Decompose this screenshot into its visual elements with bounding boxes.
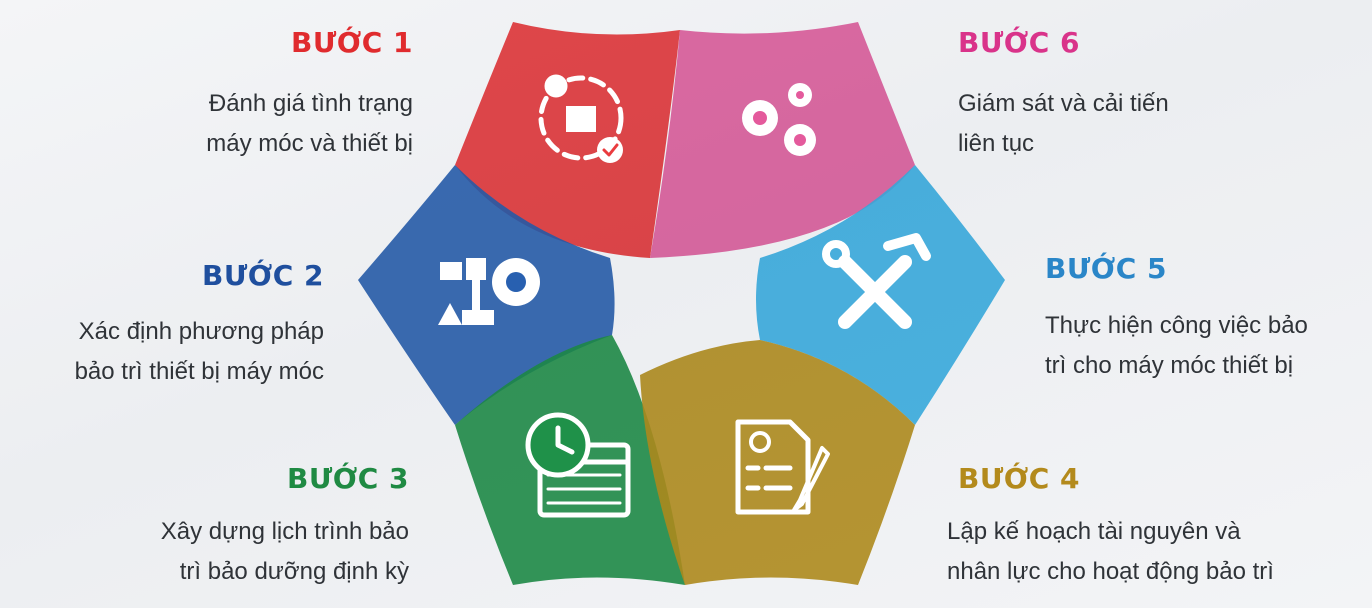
step-1-title: BƯỚC 1 <box>291 26 413 59</box>
step-5-description: Thực hiện công việc bảo trì cho máy móc … <box>1045 306 1308 386</box>
planning-document-icon <box>735 419 830 515</box>
step-6-desc-line-1: Giám sát và cải tiến <box>958 90 1169 117</box>
step-1-description: Đánh giá tình trạng máy móc và thiết bị <box>206 84 413 164</box>
step-3-desc-line-1: Xây dựng lịch trình bảo <box>160 518 409 545</box>
maintenance-assessment-icon <box>538 74 624 163</box>
step-2-desc-line-2: bảo trì thiết bị máy móc <box>74 358 324 385</box>
clock-calendar-icon <box>525 412 631 518</box>
step-4-title: BƯỚC 4 <box>958 462 1080 495</box>
step-1-desc-line-1: Đánh giá tình trạng <box>208 90 413 117</box>
gears-icon <box>742 83 816 156</box>
step-3-description: Xây dựng lịch trình bảo trì bảo dưỡng đị… <box>161 512 409 592</box>
wrench-hammer-icon <box>822 233 931 329</box>
petal-step-1 <box>455 22 680 258</box>
step-5-title: BƯỚC 5 <box>1045 252 1167 285</box>
step-5-desc-line-2: trì cho máy móc thiết bị <box>1045 352 1294 379</box>
petal-step-4 <box>640 340 915 585</box>
step-5-desc-line-1: Thực hiện công việc bảo <box>1045 312 1308 339</box>
industrial-machinery-icon <box>438 258 540 325</box>
step-6-description: Giám sát và cải tiến liên tục <box>958 84 1169 164</box>
step-2-title: BƯỚC 2 <box>202 259 324 292</box>
step-3-desc-line-2: trì bảo dưỡng định kỳ <box>179 558 409 585</box>
step-2-desc-line-1: Xác định phương pháp <box>78 318 324 345</box>
step-6-desc-line-2: liên tục <box>958 130 1035 157</box>
step-4-description: Lập kế hoạch tài nguyên và nhân lực cho … <box>947 512 1274 592</box>
petal-step-6 <box>650 22 915 258</box>
step-1-desc-line-2: máy móc và thiết bị <box>206 130 413 157</box>
step-4-desc-line-1: Lập kế hoạch tài nguyên và <box>947 518 1241 545</box>
step-6-title: BƯỚC 6 <box>958 26 1080 59</box>
step-3-title: BƯỚC 3 <box>287 462 409 495</box>
step-2-description: Xác định phương pháp bảo trì thiết bị má… <box>75 312 324 392</box>
step-4-desc-line-2: nhân lực cho hoạt động bảo trì <box>947 558 1274 585</box>
